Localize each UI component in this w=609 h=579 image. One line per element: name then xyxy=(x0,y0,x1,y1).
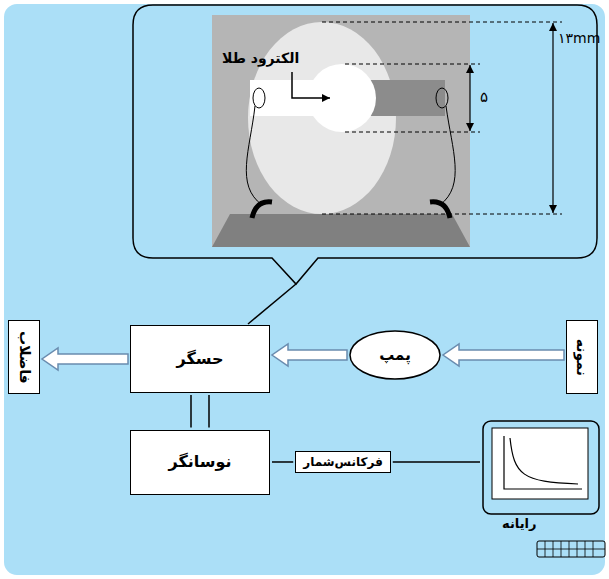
flow-arrow xyxy=(272,344,347,366)
dimension-label: ۱۳mm xyxy=(558,30,600,47)
dimension-arrow xyxy=(552,23,553,213)
connector xyxy=(443,344,564,366)
graph-curve xyxy=(510,438,578,484)
cable-line xyxy=(272,461,293,463)
cable-line xyxy=(393,461,480,463)
dimension-line xyxy=(322,214,562,215)
monitor-frame xyxy=(483,421,599,514)
leader-arrow xyxy=(292,72,330,98)
cable-line xyxy=(208,395,210,428)
dimension-label: ۵ xyxy=(480,88,488,106)
callout-leader xyxy=(248,284,296,324)
computer-monitor: رایانه xyxy=(482,420,600,515)
contact xyxy=(253,88,265,108)
sensor-plate xyxy=(212,15,470,247)
monitor-screen xyxy=(492,428,588,499)
pump-ellipse: پمپ xyxy=(349,330,441,380)
vertical-box: فاضلاب xyxy=(8,320,40,394)
clip xyxy=(430,202,450,218)
wire xyxy=(440,106,455,205)
node-label: نوسانگر xyxy=(168,452,231,471)
callout-bubble xyxy=(133,5,597,284)
dimension-line xyxy=(322,22,562,23)
flow-arrow xyxy=(42,348,128,370)
node-label: فرکانس‌شمار xyxy=(303,455,383,469)
label-anchor: ۵ xyxy=(480,88,488,106)
clip xyxy=(252,202,272,218)
process-box: فرکانس‌شمار xyxy=(295,451,391,473)
pump-outline xyxy=(350,331,440,379)
vertical-box: نمونه xyxy=(566,320,598,394)
process-box: حسگر xyxy=(130,325,270,393)
process-box: نوسانگر xyxy=(130,430,270,495)
keyboard-icon xyxy=(545,541,593,557)
keyboard-icon xyxy=(537,541,605,557)
part-name: الکترود طلا xyxy=(222,50,299,67)
dimension-arrow xyxy=(469,65,470,131)
connector xyxy=(272,461,293,462)
node-label: رایانه xyxy=(482,516,600,532)
keyboard-icon xyxy=(537,541,605,557)
sensor-base xyxy=(212,214,470,247)
connector xyxy=(42,348,128,370)
dimension-line xyxy=(345,132,480,133)
dimension-line xyxy=(345,64,480,65)
keyboard-icon xyxy=(537,549,605,550)
connector xyxy=(272,344,347,366)
node-label: حسگر xyxy=(176,349,223,368)
label-anchor: ۱۳mm xyxy=(558,30,600,47)
node-label: فاضلاب xyxy=(16,331,33,384)
background-panel xyxy=(3,3,606,576)
contact xyxy=(436,88,448,108)
flow-arrow xyxy=(443,344,564,366)
label-anchor: الکترود طلا xyxy=(222,50,299,67)
node-label: نمونه xyxy=(574,338,591,375)
cable-line xyxy=(190,395,192,428)
graph-axes xyxy=(504,436,582,489)
wire xyxy=(246,106,262,205)
connector xyxy=(393,461,480,462)
monitor-drawing xyxy=(482,420,600,515)
connector xyxy=(191,395,209,428)
node-label: پمپ xyxy=(379,346,411,364)
